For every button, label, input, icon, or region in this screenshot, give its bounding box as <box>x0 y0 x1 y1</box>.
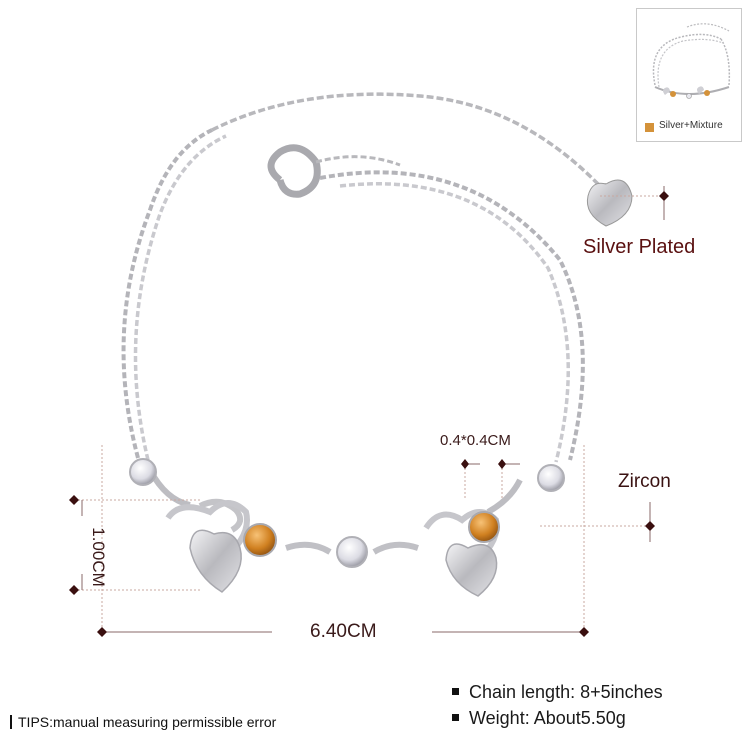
bar-icon <box>10 715 12 730</box>
tips-note: TIPS:manual measuring permissible error <box>10 714 276 730</box>
zircon-label: Zircon <box>618 471 671 492</box>
spec-weight: Weight: About5.50g <box>452 708 626 729</box>
gem-size-label: 0.4*0.4CM <box>440 432 511 449</box>
bullet-icon <box>452 687 459 695</box>
bullet-icon <box>452 713 459 721</box>
width-dimension-label: 6.40CM <box>310 621 377 642</box>
variant-thumbnail[interactable]: Silver+Mixture <box>636 8 742 142</box>
height-dimension-label: 1.00CM <box>89 527 108 587</box>
color-swatch[interactable] <box>645 123 654 132</box>
spec-text: Chain length: 8+5inches <box>469 682 663 702</box>
variant-label: Silver+Mixture <box>659 120 723 131</box>
tips-text: TIPS:manual measuring permissible error <box>18 714 277 730</box>
silver-plated-label: Silver Plated <box>583 236 696 258</box>
spec-text: Weight: About5.50g <box>469 708 626 728</box>
bracelet-thumbnail-image <box>652 23 731 99</box>
spec-chain-length: Chain length: 8+5inches <box>452 682 663 703</box>
